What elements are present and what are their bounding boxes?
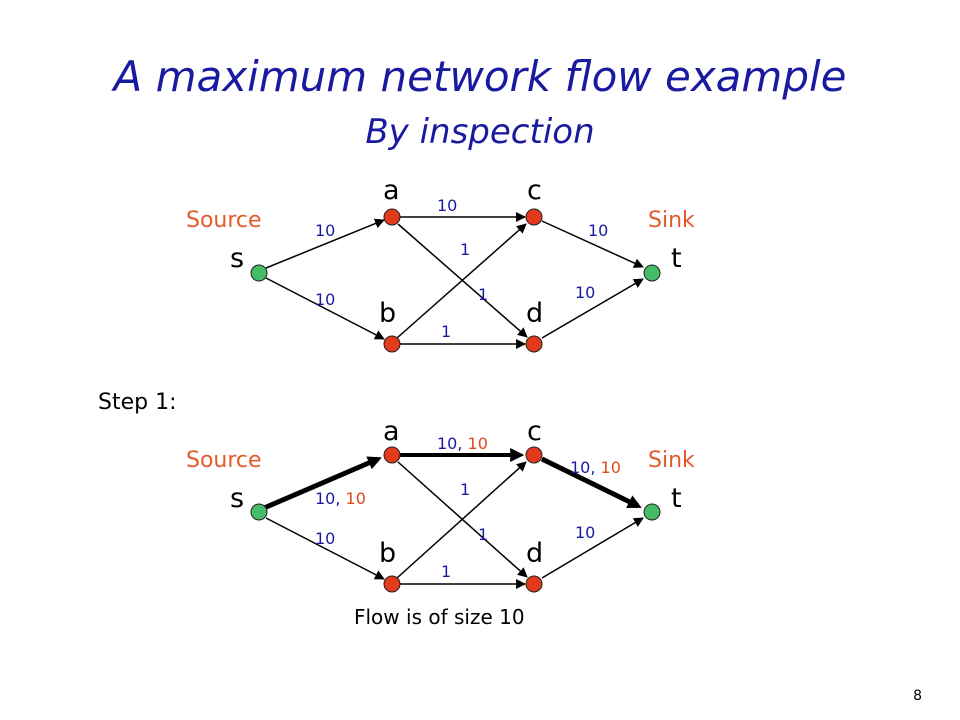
capacity-b-c: 1 xyxy=(460,240,470,259)
edge-s-a-flow xyxy=(263,456,382,511)
slide-subtitle: By inspection xyxy=(365,112,595,152)
step-label: Step 1: xyxy=(98,390,177,415)
graph-1-edges xyxy=(265,212,644,349)
edge-b-c xyxy=(396,223,527,339)
edge-d-t xyxy=(541,278,644,339)
capacity-b-d: 1 xyxy=(441,562,451,581)
node-label-t: t xyxy=(671,243,682,274)
page-number: 8 xyxy=(913,688,922,704)
sink-label: Sink xyxy=(648,448,695,473)
node-b xyxy=(383,335,401,353)
label-s-a: 10, 10 xyxy=(315,489,366,508)
node-d xyxy=(525,575,543,593)
node-a xyxy=(383,208,401,226)
node-label-b: b xyxy=(379,298,396,329)
graph-1-nodes xyxy=(250,208,661,353)
source-label: Source xyxy=(186,208,262,233)
graph-2-edges xyxy=(263,448,644,589)
node-label-a: a xyxy=(383,175,400,206)
capacity-b-d: 1 xyxy=(441,322,451,341)
node-s xyxy=(250,264,268,282)
edge-c-t-flow xyxy=(540,456,642,509)
capacity-s-a: 10 xyxy=(315,221,335,240)
capacity-a-c: 10 xyxy=(437,196,457,215)
label-a-c: 10, 10 xyxy=(437,434,488,453)
node-label-c: c xyxy=(527,175,542,206)
node-label-b: b xyxy=(379,538,396,569)
edge-s-b xyxy=(265,277,385,340)
graph-1-capacity-labels: 10 10 10 1 1 1 10 10 xyxy=(315,196,608,341)
node-s xyxy=(250,503,268,521)
node-label-s: s xyxy=(230,243,244,274)
capacity-c-t: 10 xyxy=(588,221,608,240)
edge-s-b xyxy=(265,517,385,580)
capacity-b-c: 1 xyxy=(460,480,470,499)
node-d xyxy=(525,335,543,353)
node-b xyxy=(383,575,401,593)
capacity-d-t: 10 xyxy=(575,523,595,542)
edge-s-a xyxy=(265,218,385,269)
node-label-c: c xyxy=(527,416,542,447)
capacity-d-t: 10 xyxy=(575,283,595,302)
label-c-t: 10, 10 xyxy=(570,458,621,477)
node-label-d: d xyxy=(526,538,543,569)
node-label-s: s xyxy=(230,483,244,514)
node-label-d: d xyxy=(526,298,543,329)
graph-1: s a b c d t Source Sink 10 10 10 1 1 1 1… xyxy=(186,175,695,353)
capacity-s-b: 10 xyxy=(315,290,335,309)
slide-title: A maximum network flow example xyxy=(113,52,847,101)
node-label-t: t xyxy=(671,483,682,514)
node-c xyxy=(525,208,543,226)
edge-d-t xyxy=(541,517,644,579)
graph-2-node-labels: s a b c d t xyxy=(230,416,682,569)
edge-b-c xyxy=(396,461,527,579)
flow-caption: Flow is of size 10 xyxy=(354,605,525,629)
graph-2-edge-labels: 10, 10 10 10, 10 1 1 1 10, 10 10 xyxy=(315,434,621,581)
node-a xyxy=(383,446,401,464)
graph-2: s a b c d t Source Sink 10, 10 10 10, 10… xyxy=(186,416,695,593)
node-c xyxy=(525,446,543,464)
capacity-a-d: 1 xyxy=(478,525,488,544)
capacity-a-d: 1 xyxy=(478,285,488,304)
node-t xyxy=(643,264,661,282)
sink-label: Sink xyxy=(648,208,695,233)
source-label: Source xyxy=(186,448,262,473)
graph-1-node-labels: s a b c d t xyxy=(230,175,682,329)
node-label-a: a xyxy=(383,416,400,447)
capacity-s-b: 10 xyxy=(315,529,335,548)
edge-c-t xyxy=(541,220,644,268)
graph-2-nodes xyxy=(250,446,661,593)
node-t xyxy=(643,503,661,521)
